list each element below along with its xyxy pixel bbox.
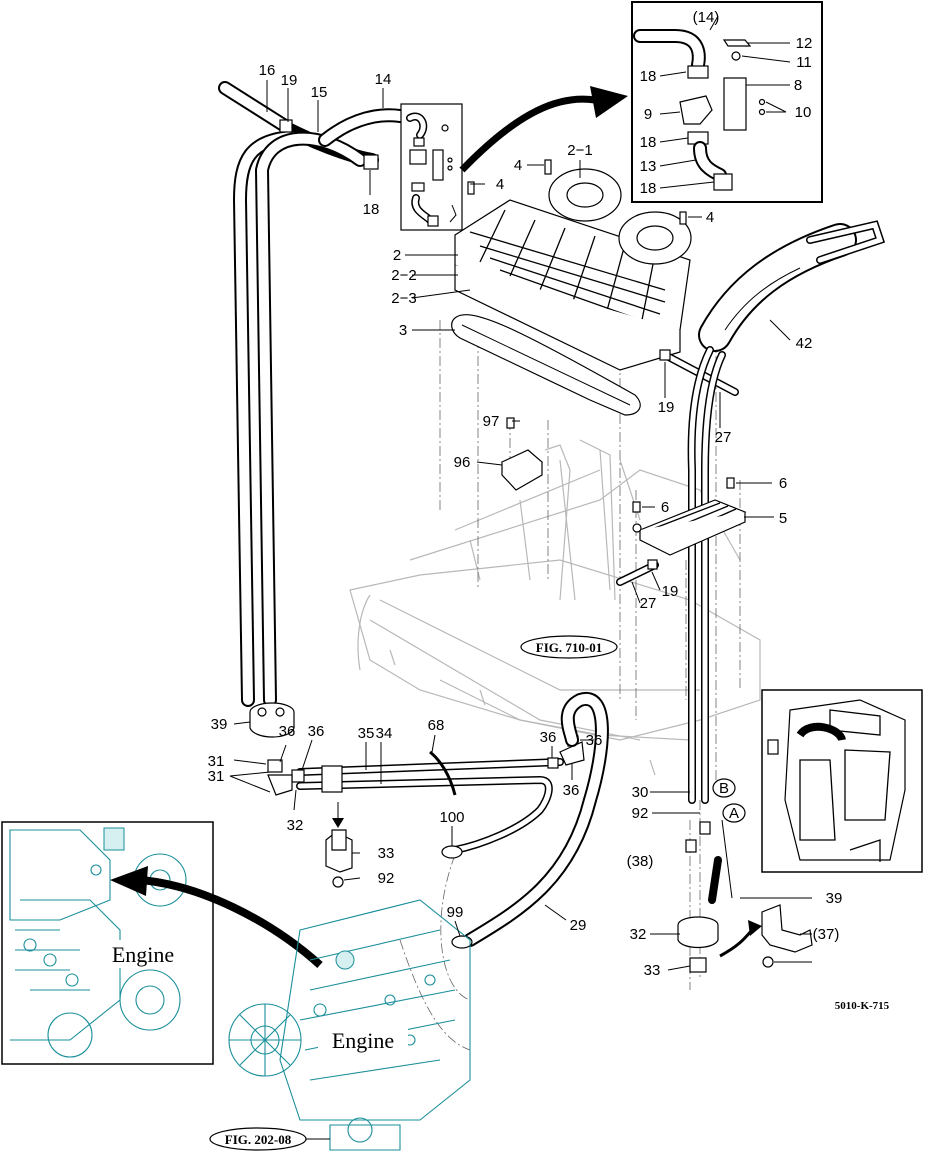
fig-710-01-ref[interactable]: FIG. 710-01 [536,640,602,655]
callout-19: 19 [658,399,675,416]
callout-4: 4 [496,176,504,193]
arrow-to-detail [459,95,596,173]
fig-202-08-ref[interactable]: FIG. 202-08 [225,1132,292,1147]
engine-inset [1,821,214,1065]
callout-99: 29 [570,917,587,934]
fig-710-oval [520,635,618,659]
filter-panel-5 [632,477,747,556]
callout-31: 31 [208,768,225,785]
callout-27: 27 [640,595,657,612]
callout-92: (38) [627,853,654,870]
clamp-100 [451,935,473,949]
callout-4: 4 [514,157,522,174]
callout-92: 100 [439,809,464,826]
connector-a-label: A [729,805,739,822]
callout-31: 36 [563,782,580,799]
callout-27: 27 [715,429,732,446]
callout-36: 36 [586,732,603,749]
bracket-32-right [719,904,813,968]
callout-30: 92 [632,805,649,822]
callout-38: 39 [826,890,843,907]
grommet-39-right [677,916,719,973]
callout-14: 14 [375,71,392,88]
engine-inset-label: Engine [112,942,174,967]
detail-callout-18: 18 [640,68,657,85]
callout-33: 92 [378,870,395,887]
detail-callout-14: (14) [693,9,720,26]
callout-42: 42 [796,335,813,352]
clamp-92 [441,845,463,859]
callout-36: 32 [287,817,304,834]
callout-2-2: 2−2 [391,267,416,284]
callout-37: 33 [644,962,661,979]
callout-34: 34 [376,725,393,742]
hose-clamp-19 [279,119,293,133]
grommet-39-left [249,702,295,738]
callout-16: 16 [259,62,276,79]
callout-100: 99 [447,904,464,921]
connector-b-label: B [719,780,729,797]
detail-callout-labels: (14) 12 11 8 18 9 10 18 13 18 [640,9,813,197]
detail-callout-11: 11 [796,54,812,71]
detail-callout-13: 13 [640,158,657,175]
detail-inset [631,1,823,203]
callout-39: 32 [630,926,647,943]
refrigerant-lines [685,220,886,904]
bracket-32-left [325,802,353,888]
detail-callout-12: 12 [796,35,813,52]
callout-4: 4 [706,209,714,226]
detail-callout-8: 8 [794,77,802,94]
connector-b-circle [712,778,736,798]
arrow-to-engine-inset [139,876,323,968]
detail-callout-10: 10 [795,104,812,121]
cab-frame-outline [349,439,761,776]
callout-18: 18 [363,201,380,218]
detail-callout-18: 18 [640,180,657,197]
callout-39: 39 [211,716,228,733]
callout-19: 19 [662,583,679,600]
heater-hoses-left [218,81,417,707]
callout-97: 97 [483,413,500,430]
callout-36: 36 [279,723,296,740]
callout-68: 68 [428,717,445,734]
leader-lines [229,15,812,971]
engine-main [228,899,471,1151]
callout-29: 30 [632,784,649,801]
callout-2-1: 2−1 [567,142,592,159]
callout-36: 31 [208,753,225,770]
engine-main-label: Engine [332,1028,394,1053]
callout-labels: 16 19 15 14 18 4 4 2−1 4 2 2−2 2−3 3 42 … [208,62,843,979]
small-detail-box [400,103,463,231]
callout-35: 35 [358,725,375,742]
callout-2: 2 [393,247,401,264]
callout-2-3: 2−3 [391,290,416,307]
callout-32: (37) [813,926,840,943]
callout-6: 6 [661,499,669,516]
lower-pipes [267,735,585,854]
callout-19: 19 [281,72,298,89]
callout-15: 15 [311,84,328,101]
detail-callout-9: 9 [644,106,652,123]
drawing-code: 5010-K-715 [835,1000,890,1012]
callout-36: 36 [540,729,557,746]
callout-3: 3 [399,322,407,339]
callout-32: 33 [378,845,395,862]
connector-a-circle [722,803,746,823]
hose-clamp-18 [363,154,379,170]
callout-5: 5 [779,510,787,527]
detail-callout-18: 18 [640,134,657,151]
control-module-96 [501,417,544,491]
callout-36: 36 [308,723,325,740]
cab-inset [761,689,923,873]
callout-6: 6 [779,475,787,492]
callout-96: 96 [454,454,471,471]
clamp-19-lower [647,559,658,570]
alignment-lines [399,299,741,1051]
arrow-to-detail-head [590,86,628,118]
